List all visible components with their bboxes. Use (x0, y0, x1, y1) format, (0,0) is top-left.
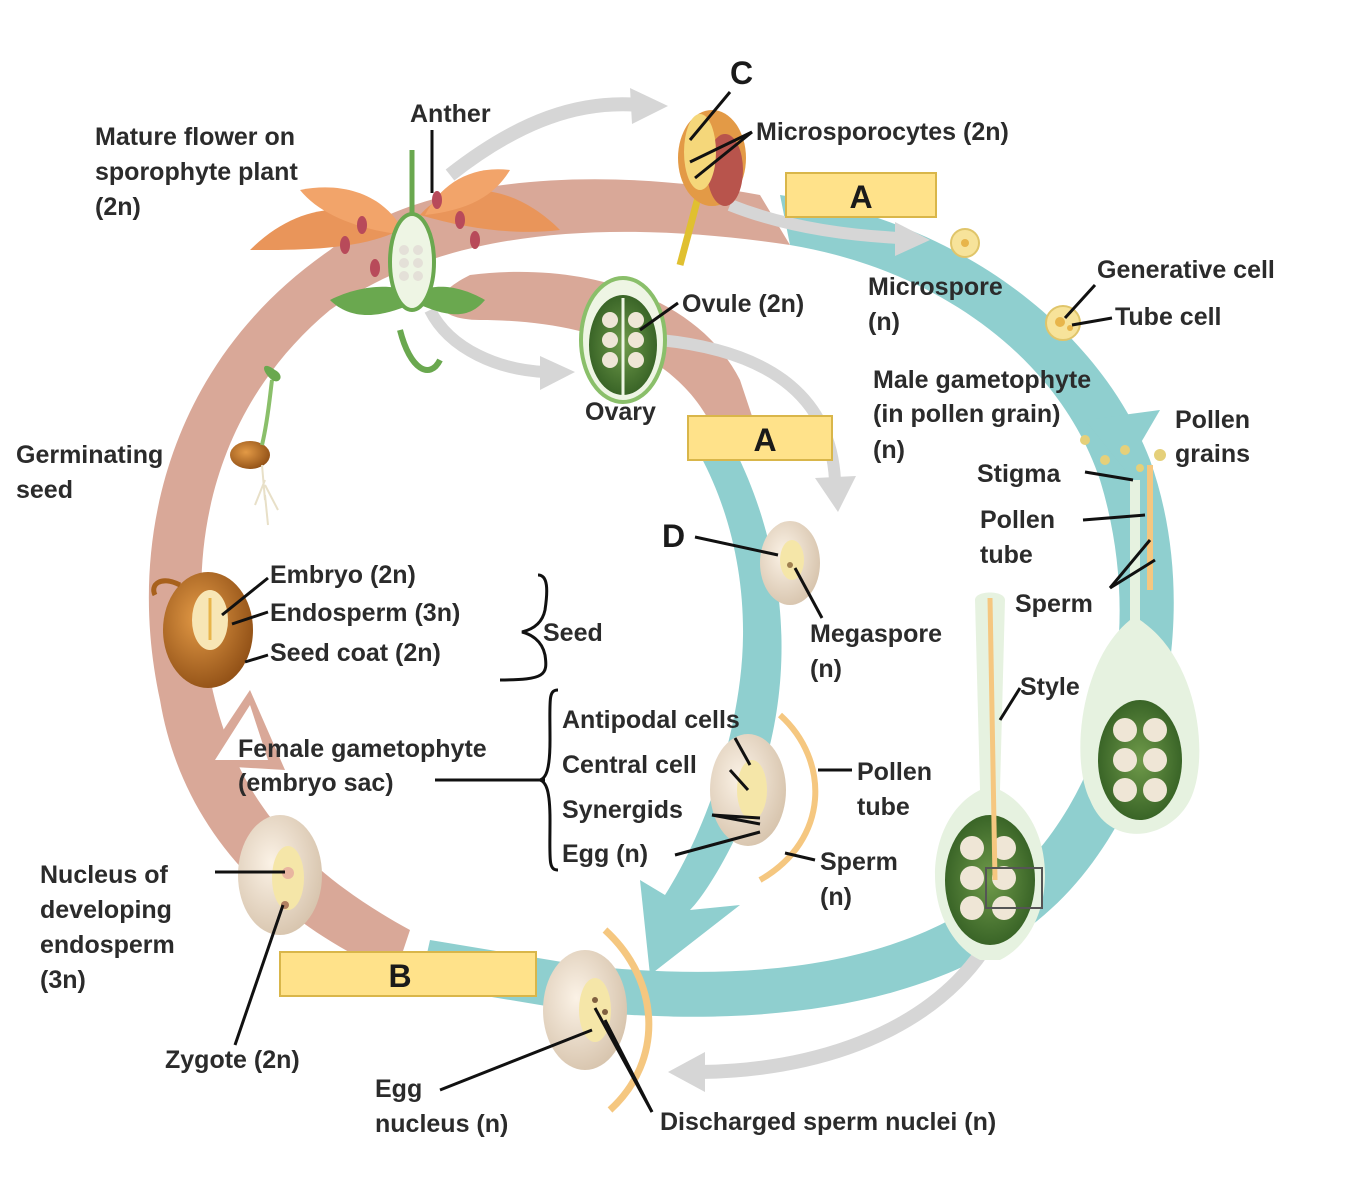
label-female-gametophyte: Female gametophyte (embryo sac) (238, 735, 494, 797)
box-a-top-label: A (849, 179, 872, 215)
label-endosperm: Endosperm (3n) (270, 599, 460, 627)
label-germinating-seed: Germinating seed (16, 441, 170, 504)
label-ovule: Ovule (2n) (682, 290, 804, 318)
leader-lines (215, 91, 1156, 1113)
label-sperm-top: Sperm (1015, 590, 1093, 618)
anther-cross-section (676, 110, 746, 266)
label-sperm-mid: Sperm (n) (820, 848, 905, 911)
fertilization-ovule (543, 927, 653, 1113)
pistil-right (1080, 465, 1200, 834)
gray-arrow-to-ovary (424, 307, 546, 378)
seed-illustration (151, 572, 253, 688)
label-egg-nucleus: Egg nucleus (n) (375, 1075, 508, 1138)
label-pollen-tube-top: Pollen tube (980, 506, 1062, 569)
label-tube-cell: Tube cell (1115, 303, 1222, 331)
label-megaspore: Megaspore (n) (810, 620, 949, 683)
label-microspore: Microspore (n) (868, 273, 1010, 336)
label-seed-coat: Seed coat (2n) (270, 639, 441, 667)
label-egg: Egg (n) (562, 840, 648, 868)
label-seed: Seed (543, 619, 603, 647)
box-b (279, 951, 537, 997)
mature-flower-illustration (250, 150, 560, 373)
label-pollen-tube-mid: Pollen tube (857, 758, 939, 821)
box-a-top (785, 172, 937, 218)
label-embryo: Embryo (2n) (270, 561, 416, 589)
label-discharged-sperm: Discharged sperm nuclei (n) (660, 1108, 996, 1136)
label-style: Style (1020, 673, 1080, 701)
label-mature-flower: Mature flower on sporophyte plant (2n) (95, 123, 305, 221)
pistil-middle (935, 592, 1045, 960)
label-pollen-grains: Pollen grains (1175, 406, 1257, 468)
zygote-ovule (238, 815, 322, 935)
label-c: C (730, 55, 753, 91)
germinating-seed-illustration (230, 365, 281, 526)
diploid-band-inner (440, 271, 760, 445)
pollen-grains-specks (1080, 435, 1166, 472)
label-male-gametophyte: Male gametophyte (in pollen grain) (n) (873, 366, 1098, 464)
label-microsporocytes: Microsporocytes (2n) (756, 118, 1009, 146)
label-ovary: Ovary (585, 398, 656, 426)
ovary-illustration (579, 276, 667, 404)
haploid-band-inner (640, 450, 782, 975)
box-a-mid (687, 415, 833, 461)
label-synergids: Synergids (562, 796, 683, 824)
female-gametophyte-brace (535, 688, 559, 872)
megaspore-ovule (760, 521, 820, 605)
label-stigma: Stigma (977, 460, 1061, 488)
seed-brace (499, 573, 549, 682)
label-nucleus-endosperm: Nucleus of developing endosperm (3n) (40, 861, 182, 994)
gray-arrow-to-microspore (727, 199, 901, 244)
label-central-cell: Central cell (562, 751, 697, 779)
gray-arrow-to-anther (445, 97, 641, 181)
label-zygote: Zygote (2n) (165, 1046, 300, 1074)
box-a-mid-label: A (753, 422, 776, 458)
label-d: D (662, 518, 685, 554)
label-generative-cell: Generative cell (1097, 256, 1275, 284)
label-antipodal-cells: Antipodal cells (562, 706, 740, 734)
box-b-label: B (388, 958, 411, 994)
label-anther: Anther (410, 100, 491, 128)
